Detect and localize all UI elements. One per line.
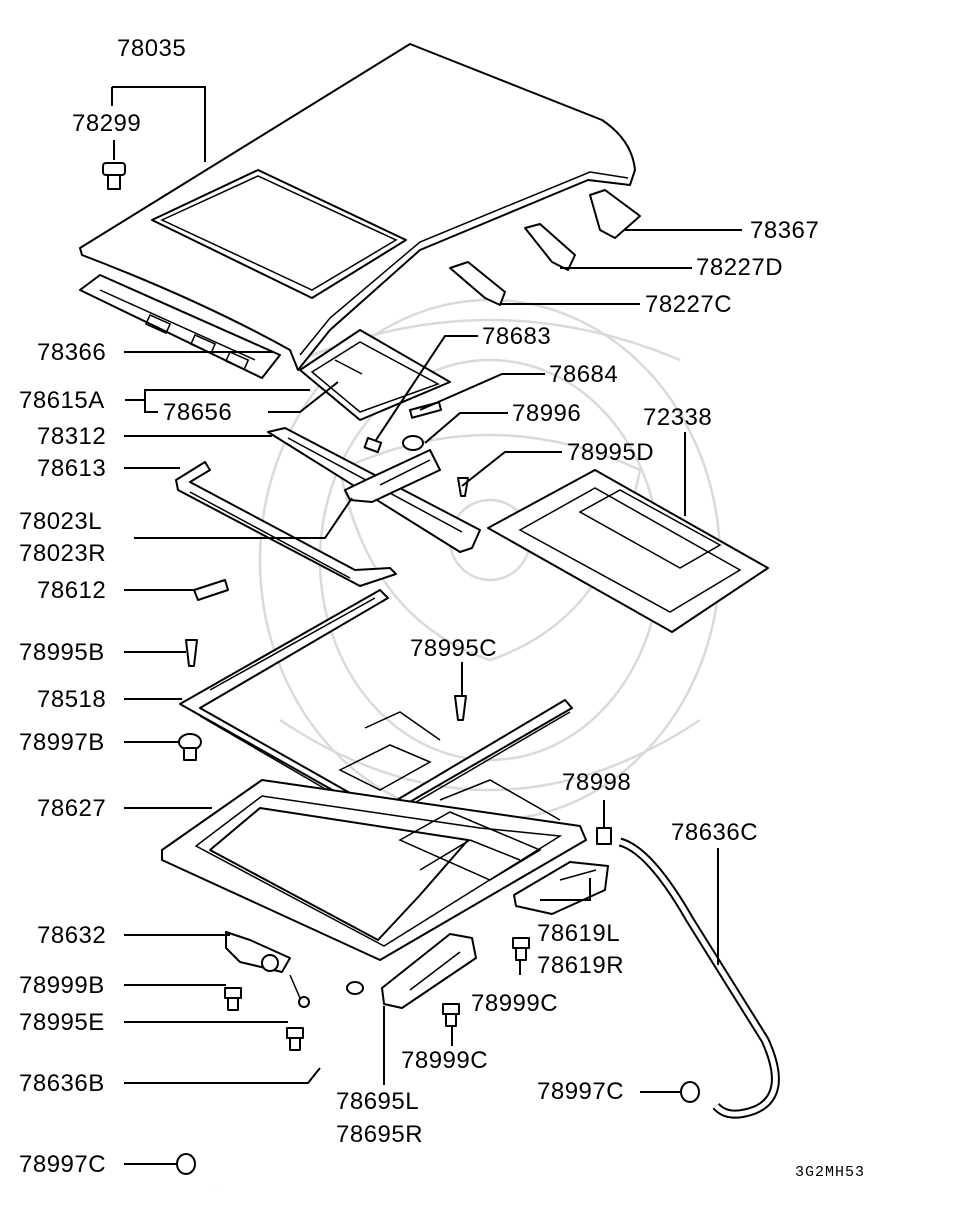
drain-hoses <box>215 837 780 1190</box>
label-78995C: 78995C <box>410 635 498 662</box>
label-78695R: 78695R <box>336 1121 424 1148</box>
frame-78518 <box>179 589 573 823</box>
label-78518: 78518 <box>37 686 107 713</box>
label-78999B: 78999B <box>19 972 105 999</box>
glass-panel <box>299 329 451 421</box>
label-78995E: 78995E <box>19 1009 105 1036</box>
label-78299: 78299 <box>72 110 142 137</box>
label-78366: 78366 <box>37 339 107 366</box>
label-78612: 78612 <box>37 577 107 604</box>
bolts <box>224 937 530 1051</box>
sunshade-72338 <box>487 469 769 633</box>
drawing-code: 3G2MH53 <box>795 1164 866 1181</box>
label-78227C: 78227C <box>645 291 733 318</box>
guide-rails-78312 <box>267 427 481 553</box>
label-78997C-left: 78997C <box>19 1151 107 1178</box>
bracket-78695 <box>381 933 477 1009</box>
label-78367: 78367 <box>750 217 820 244</box>
housing-78627 <box>161 779 587 961</box>
label-78683: 78683 <box>482 323 552 350</box>
label-78636B: 78636B <box>19 1070 105 1097</box>
label-78636C: 78636C <box>671 819 759 846</box>
label-72338: 72338 <box>643 404 713 431</box>
roof-panel <box>79 43 641 379</box>
pad-78612 <box>193 579 229 601</box>
motor-78632 <box>225 931 310 1008</box>
screws <box>178 639 467 761</box>
label-78684: 78684 <box>549 361 619 388</box>
label-78995B: 78995B <box>19 639 105 666</box>
label-78632: 78632 <box>37 922 107 949</box>
clip-78998 <box>596 827 612 845</box>
bracket-78619 <box>513 861 609 915</box>
label-78998: 78998 <box>562 769 632 796</box>
label-78615A: 78615A <box>19 387 105 414</box>
label-78312: 78312 <box>37 423 107 450</box>
label-78627: 78627 <box>37 795 107 822</box>
label-78619L: 78619L <box>537 920 621 947</box>
label-78227D: 78227D <box>696 254 784 281</box>
label-78035: 78035 <box>117 35 187 62</box>
label-78695L: 78695L <box>336 1088 420 1115</box>
leader-lines <box>111 86 742 1165</box>
label-78996: 78996 <box>512 400 582 427</box>
label-78995D: 78995D <box>567 439 655 466</box>
label-78023L: 78023L <box>19 508 103 535</box>
label-78997B: 78997B <box>19 729 105 756</box>
label-78619R: 78619R <box>537 952 625 979</box>
label-78656: 78656 <box>163 399 233 426</box>
label-78023R: 78023R <box>19 540 107 567</box>
label-78613: 78613 <box>37 455 107 482</box>
label-78997C-right: 78997C <box>537 1078 625 1105</box>
grommet-78299 <box>102 162 126 190</box>
label-78999C-upper: 78999C <box>471 990 559 1017</box>
label-78999C-lower: 78999C <box>401 1047 489 1074</box>
